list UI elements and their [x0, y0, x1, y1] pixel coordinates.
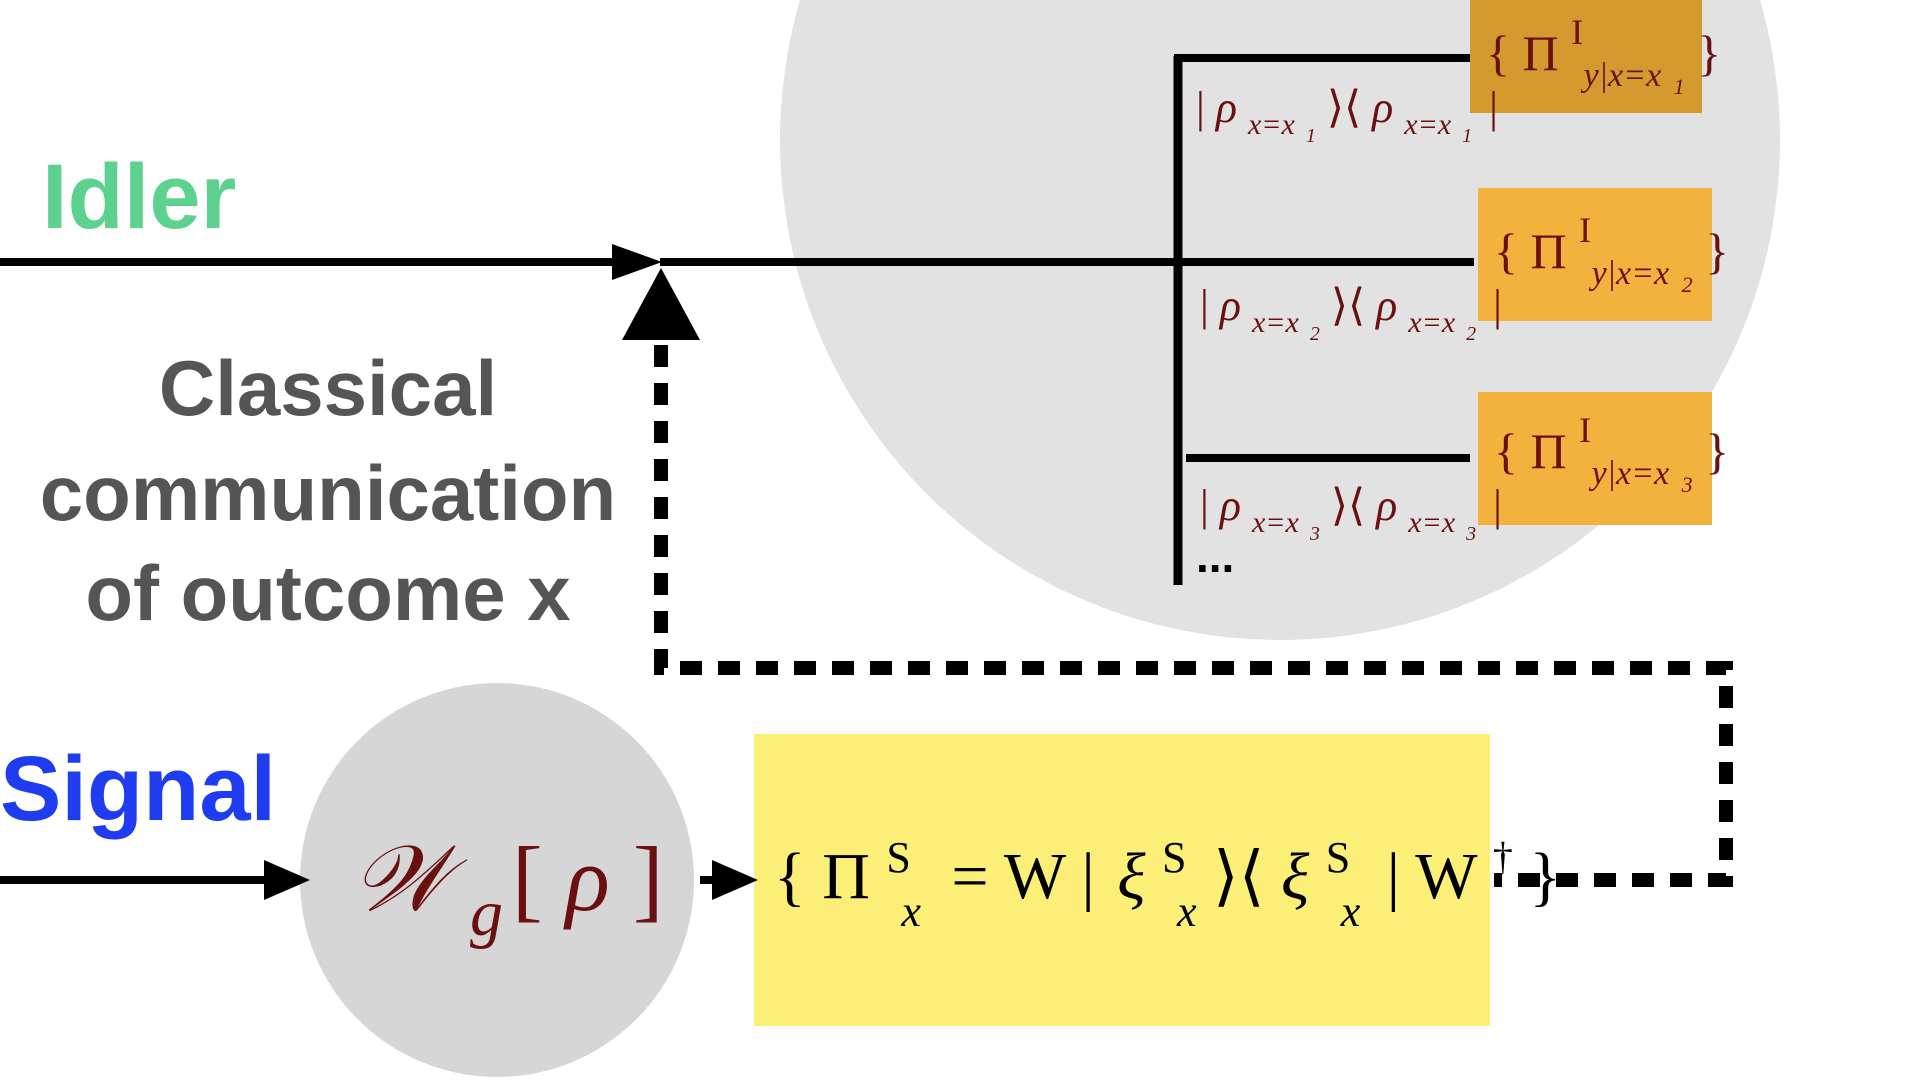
idler-state-label-1: | ρ x=x 1 ⟩⟨ ρ x=x 1 | — [1196, 83, 1498, 152]
idler-input-arrowhead — [612, 244, 662, 280]
signal-state-circle — [300, 683, 694, 1077]
idler-state-label-3: | ρ x=x 3 ⟩⟨ ρ x=x 3 | — [1200, 481, 1502, 550]
idler-state-label-2: | ρ x=x 2 ⟩⟨ ρ x=x 2 | — [1200, 281, 1502, 350]
signal-to-box-arrowhead — [712, 860, 758, 900]
idler-projector-box-1 — [1470, 0, 1702, 113]
signal-label: Signal — [0, 738, 276, 840]
idler-projector-box-3 — [1478, 392, 1712, 525]
signal-measurement-box — [754, 734, 1490, 1026]
classical-arrowhead — [622, 268, 700, 340]
idler-label: Idler — [42, 146, 236, 248]
classical-label-line3: of outcome x — [85, 549, 570, 637]
idler-projector-label-3: { Π I y|x=x 3 } — [1494, 397, 1729, 503]
idler-projector-label-1: { Π I y|x=x 1 } — [1486, 0, 1721, 105]
classical-feedback-path — [654, 345, 1733, 887]
idler-projector-box-2 — [1478, 188, 1712, 321]
signal-input-arrowhead — [264, 860, 310, 900]
classical-label-line1: Classical — [159, 344, 497, 432]
classical-label-line2: communication — [40, 449, 616, 537]
idler-projector-label-2: { Π I y|x=x 2 } — [1494, 197, 1729, 303]
signal-measurement-formula: { Π S x = W | ξ S x ⟩⟨ ξ S x | W † } — [774, 812, 1561, 941]
branch-ellipsis: ... — [1196, 530, 1234, 582]
signal-state-formula: 𝒲 g [ ρ ] — [352, 828, 663, 955]
